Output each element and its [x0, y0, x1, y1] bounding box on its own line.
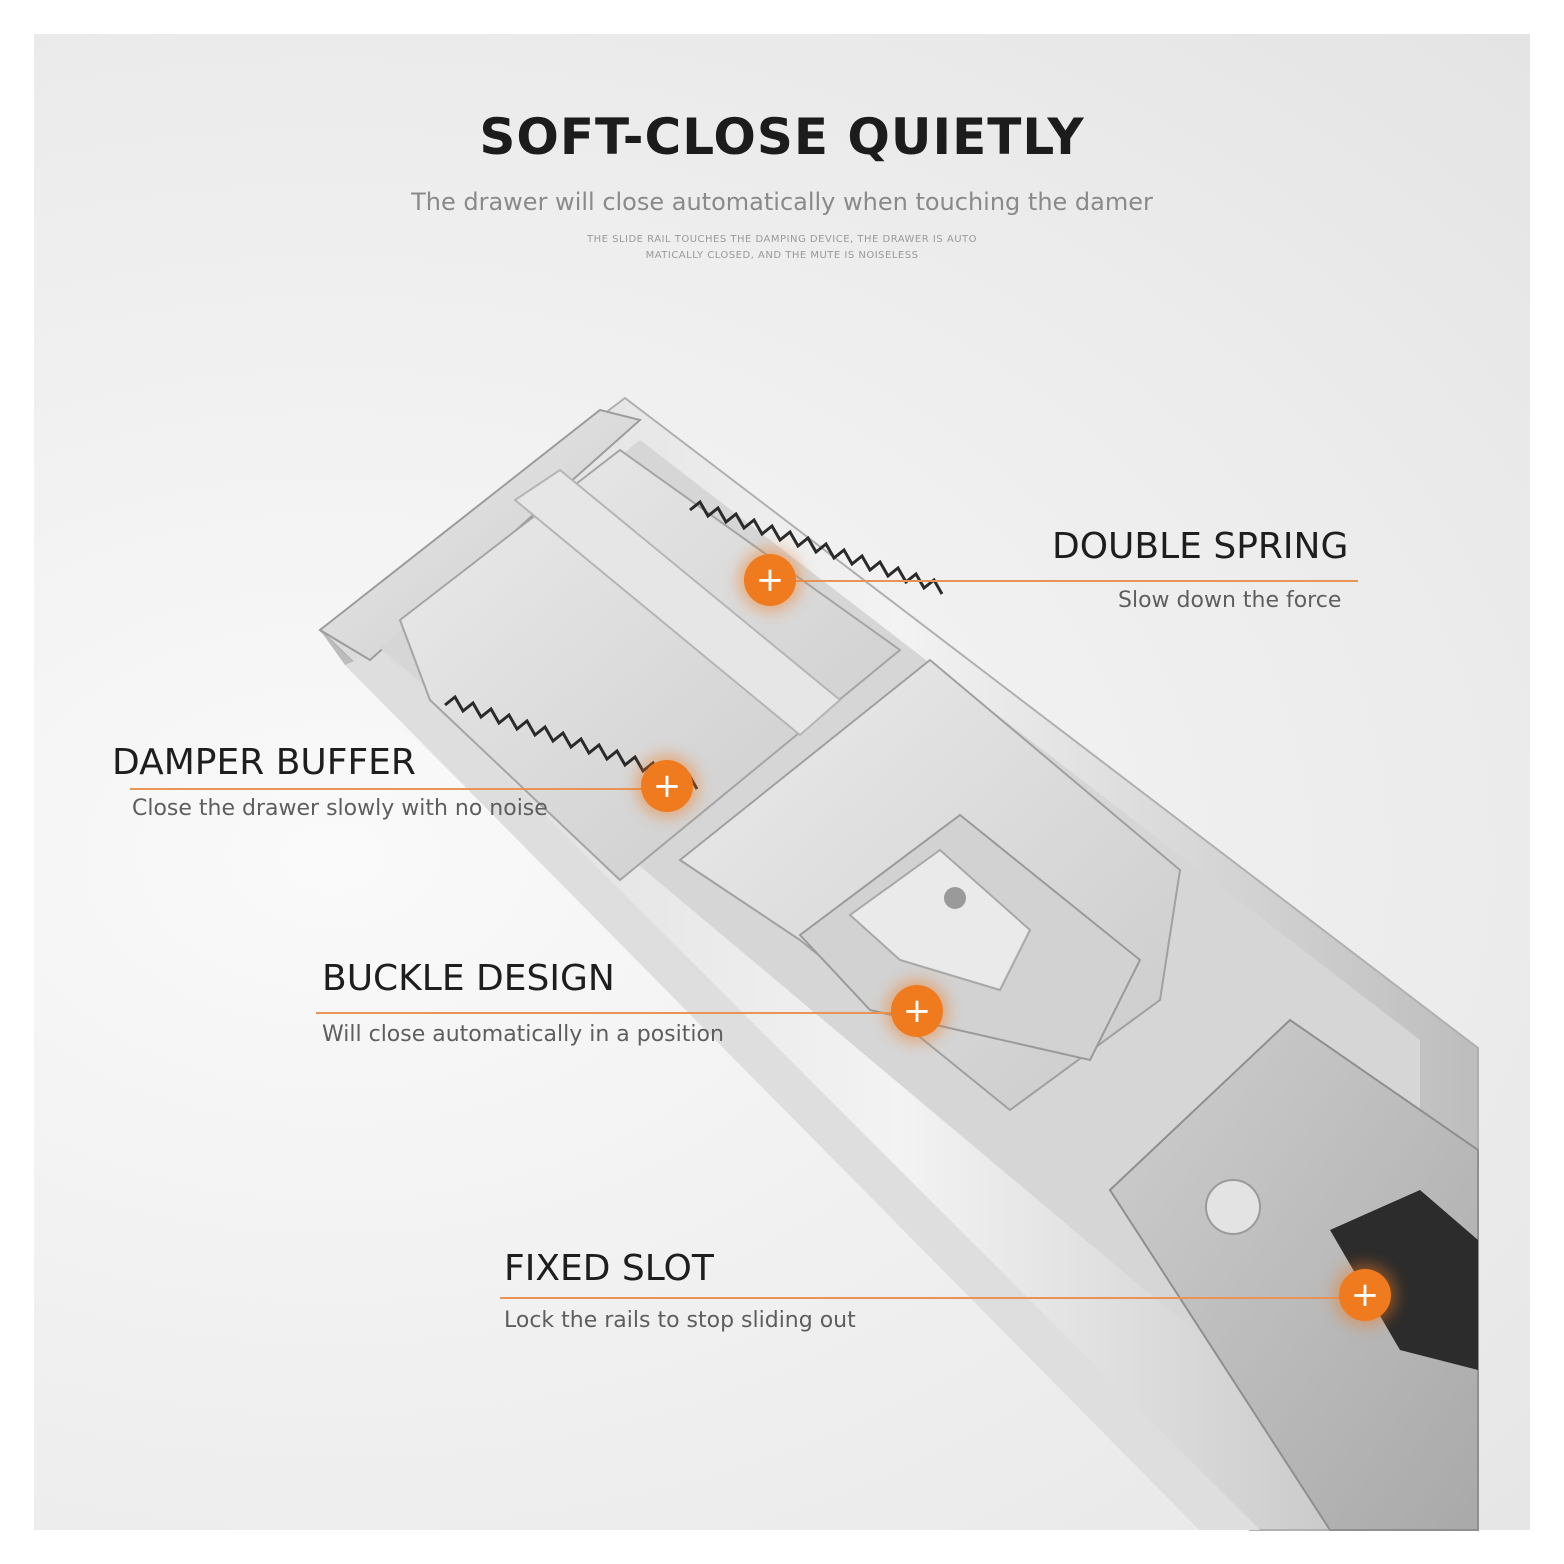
note-line-2: MATICALLY CLOSED, AND THE MUTE IS NOISEL… [645, 250, 919, 261]
fixed-slot-leader-line [500, 1297, 1366, 1299]
buckle-design-title: BUCKLE DESIGN [322, 958, 615, 999]
page-title: SOFT-CLOSE QUIETLY [479, 108, 1085, 166]
damper-housing [398, 448, 902, 882]
buckle-design-marker-icon[interactable]: + [891, 985, 943, 1037]
upper-spring [689, 499, 944, 595]
buckle-design-desc: Will close automatically in a position [322, 1022, 724, 1047]
double-spring-leader-line [770, 580, 1358, 582]
fixed-slot-title: FIXED SLOT [504, 1248, 714, 1289]
damper-rod [513, 468, 842, 737]
rivet [1205, 1179, 1261, 1235]
fixed-slot-marker-icon[interactable]: + [1339, 1269, 1391, 1321]
buckle-hook [848, 848, 1032, 992]
fixed-slot-opening [1330, 1190, 1478, 1370]
fixed-slot-desc: Lock the rails to stop sliding out [504, 1308, 856, 1333]
damper-buffer-desc: Close the drawer slowly with no noise [132, 796, 548, 821]
buckle-hole [944, 887, 966, 909]
double-spring-desc: Slow down the force [1118, 588, 1342, 613]
damper-buffer-leader-line [130, 788, 670, 790]
double-spring-marker-icon[interactable]: + [744, 554, 796, 606]
damper-buffer-marker-icon[interactable]: + [641, 760, 693, 812]
buckle-design-leader-line [316, 1012, 916, 1014]
rail-lip [345, 650, 1260, 1530]
double-spring-title: DOUBLE SPRING [1052, 526, 1349, 567]
page-subtitle: The drawer will close automatically when… [411, 188, 1153, 216]
damper-buffer-title: DAMPER BUFFER [112, 742, 416, 783]
note-line-1: THE SLIDE RAIL TOUCHES THE DAMPING DEVIC… [586, 234, 977, 245]
